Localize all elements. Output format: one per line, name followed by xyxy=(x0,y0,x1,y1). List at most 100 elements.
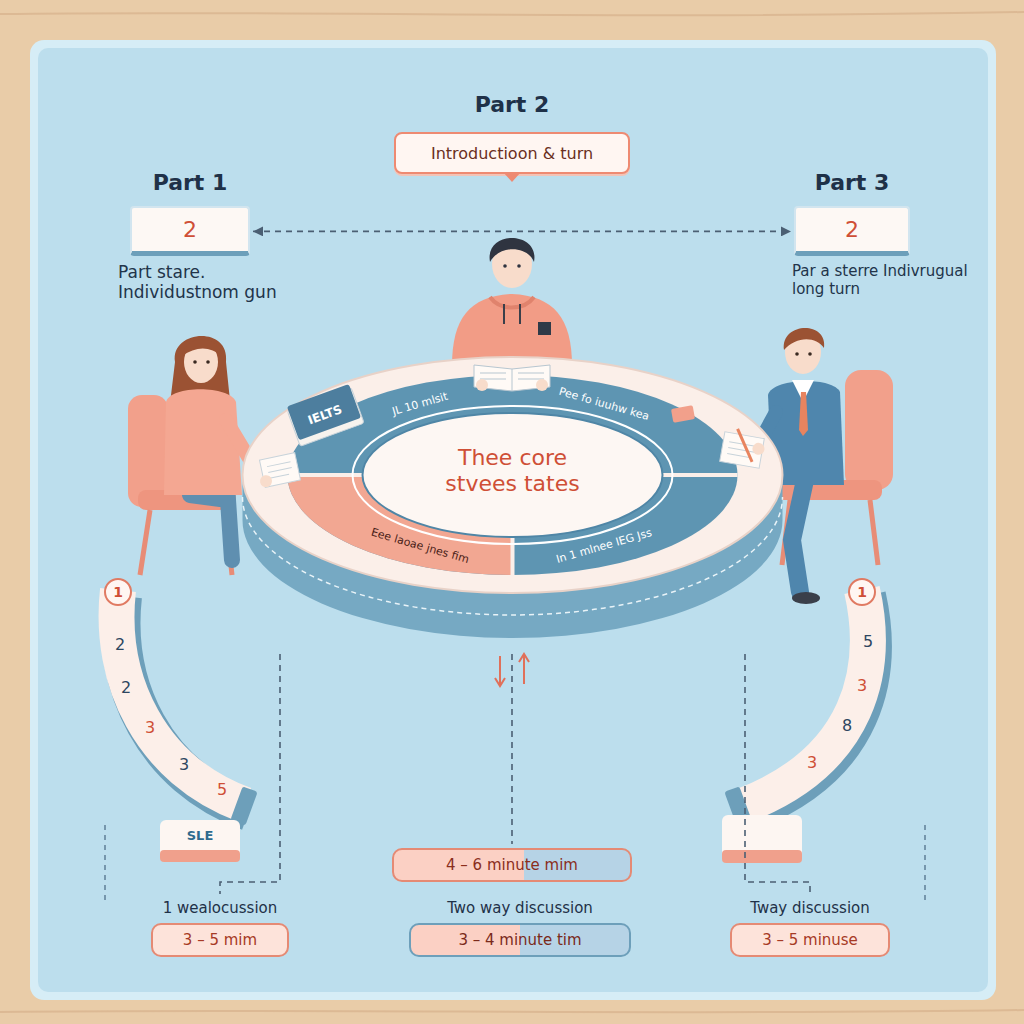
table-outline xyxy=(474,365,550,391)
curved-band-right xyxy=(745,590,868,805)
part-number: 2 xyxy=(845,217,859,243)
student-middle xyxy=(503,264,507,268)
block-right xyxy=(722,815,802,863)
student-middle xyxy=(538,322,551,335)
student-left xyxy=(128,336,256,575)
heading-row: Tway discussion xyxy=(730,898,890,917)
table-outline xyxy=(671,405,695,423)
curved-band-right xyxy=(724,590,871,826)
table-outline xyxy=(480,369,544,391)
table-outline xyxy=(267,462,293,479)
table-outline xyxy=(240,355,785,650)
part-box: Part 1 2 xyxy=(130,170,250,256)
time-pill: 1 wealocussion 3 – 5 mim xyxy=(151,898,289,957)
time-text: 4 – 6 minute mim xyxy=(446,856,578,874)
band-number: 5 xyxy=(217,780,227,799)
part-heading: Part 3 xyxy=(815,170,890,196)
block-left xyxy=(160,850,240,862)
block-left xyxy=(160,820,240,862)
card xyxy=(30,40,996,1000)
table-outline xyxy=(287,384,361,440)
table-outline xyxy=(286,384,364,447)
student-left xyxy=(140,510,232,575)
speech-bubble: Part 2 Introductioon & turn xyxy=(394,92,630,174)
card xyxy=(30,40,996,1000)
student-right xyxy=(799,392,808,436)
student-middle xyxy=(517,264,521,268)
heading-row: Part 1 xyxy=(130,170,250,196)
heading-row: Two way discussion xyxy=(409,898,631,917)
table-outline xyxy=(353,406,673,544)
dashed-connector xyxy=(511,654,513,844)
part-heading: 1 wealocussion xyxy=(163,899,278,917)
wood-ground xyxy=(0,12,1024,1012)
table-outline xyxy=(288,375,738,575)
part-heading: Tway discussion xyxy=(750,899,870,917)
time-text: 3 – 5 mim xyxy=(183,931,257,949)
pill-box: 3 – 5 minuse xyxy=(730,923,890,957)
student-left xyxy=(206,360,210,364)
block-right xyxy=(722,815,802,863)
table-outline xyxy=(363,413,663,537)
student-right xyxy=(792,480,805,592)
heading-row: 1 wealocussion xyxy=(151,898,289,917)
heading-row: Part 3 xyxy=(794,170,910,196)
student-right xyxy=(808,352,812,356)
curved-band-left xyxy=(230,786,257,825)
student-right xyxy=(795,352,799,356)
block-left xyxy=(160,820,240,862)
bubble-text: Introductioon & turn xyxy=(431,144,593,163)
band-number: 3 xyxy=(807,753,817,772)
table-outline xyxy=(752,442,766,456)
number-box: 2 xyxy=(130,206,250,256)
table-outline xyxy=(259,453,300,488)
curved-band-left xyxy=(117,590,258,826)
round-table: Thee core stvees tates xyxy=(240,355,785,650)
time-text: 3 – 5 minuse xyxy=(762,931,858,949)
table-outline xyxy=(474,365,550,391)
band-number: 2 xyxy=(115,635,125,654)
dashed-connector xyxy=(253,231,791,233)
card xyxy=(38,48,988,992)
student-left xyxy=(164,389,242,495)
table-outline xyxy=(243,357,783,593)
table-outline xyxy=(720,427,767,469)
pill-box: 3 – 5 mim xyxy=(151,923,289,957)
pill-box: 4 – 6 minute mim xyxy=(392,848,632,882)
part-box: Part 3 2 xyxy=(794,170,910,256)
band-number: 5 xyxy=(863,632,873,651)
pill-box: 3 – 4 minute tim xyxy=(409,923,631,957)
student-left xyxy=(190,495,232,560)
time-pill: Tway discussion 3 – 5 minuse xyxy=(730,898,890,957)
part-heading: Part 1 xyxy=(153,170,228,196)
dashed-connector xyxy=(745,654,810,894)
part-heading: Part 2 xyxy=(475,92,550,118)
part-subtitle: Par a sterre Indivrugual long turn xyxy=(792,262,977,298)
student-right xyxy=(845,370,893,490)
table-outline xyxy=(476,379,488,391)
student-right xyxy=(792,592,820,604)
time-pill: 4 – 6 minute mim xyxy=(392,848,632,882)
band-number: 2 xyxy=(121,678,131,697)
time-pill: Two way discussion 3 – 4 minute tim xyxy=(409,898,631,957)
curved-band-left xyxy=(117,590,245,805)
block-label: SLE xyxy=(187,828,214,844)
core-title: Thee core stvees tates xyxy=(428,445,598,498)
number-box: 2 xyxy=(794,206,910,256)
band-number: 3 xyxy=(857,676,867,695)
block-right xyxy=(722,850,802,863)
student-left xyxy=(193,360,197,364)
student-middle xyxy=(490,238,535,262)
band-number: 3 xyxy=(179,755,189,774)
time-text: 3 – 4 minute tim xyxy=(458,931,581,949)
student-middle xyxy=(490,297,534,308)
table-outline xyxy=(256,453,301,489)
callout-number: 1 xyxy=(848,578,876,606)
bubble-box: Introductioon & turn xyxy=(394,132,630,174)
part-heading: Two way discussion xyxy=(447,899,593,917)
heading-row: Part 2 xyxy=(394,92,630,118)
part-number: 2 xyxy=(183,217,197,243)
